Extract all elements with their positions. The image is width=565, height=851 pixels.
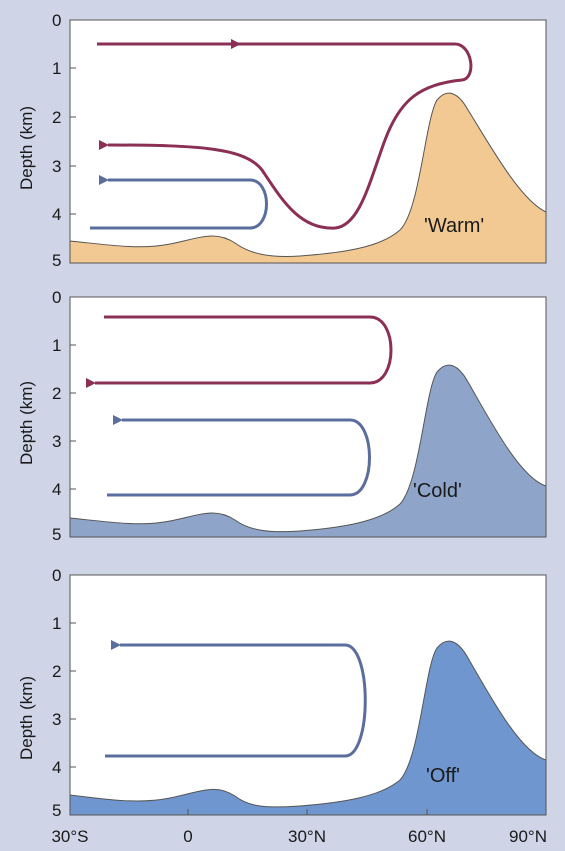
seafloor-warm bbox=[69, 92, 547, 264]
y-tick: 1 bbox=[52, 614, 61, 633]
x-tick: 30°S bbox=[51, 827, 88, 846]
y-tick: 5 bbox=[52, 251, 61, 270]
y-tick: 5 bbox=[52, 801, 61, 820]
panel-warm: 'Warm' 0 1 2 3 4 5 Depth (km) bbox=[17, 11, 547, 270]
warm-blue-loop bbox=[90, 175, 268, 230]
y-tick: 0 bbox=[52, 288, 61, 307]
y-tick: 2 bbox=[52, 662, 61, 681]
y-ticks-warm: 0 1 2 3 4 5 bbox=[52, 11, 76, 270]
x-tick: 0 bbox=[183, 827, 192, 846]
y-tick: 4 bbox=[52, 480, 61, 499]
x-tick: 30°N bbox=[288, 827, 326, 846]
x-tick: 90°N bbox=[509, 827, 547, 846]
y-axis-label-warm: Depth (km) bbox=[17, 106, 36, 190]
cold-red-loop bbox=[86, 315, 393, 388]
y-tick: 3 bbox=[52, 157, 61, 176]
seafloor-off bbox=[69, 640, 547, 816]
y-axis-label-off: Depth (km) bbox=[17, 676, 36, 760]
mode-label-warm: 'Warm' bbox=[424, 215, 484, 237]
seafloor-cold bbox=[69, 364, 547, 538]
y-tick: 4 bbox=[52, 758, 61, 777]
y-ticks-cold: 0 1 2 3 4 5 bbox=[52, 288, 76, 544]
off-blue-loop bbox=[105, 640, 367, 758]
y-tick: 0 bbox=[52, 566, 61, 585]
mode-label-off: 'Off' bbox=[426, 765, 460, 787]
y-tick: 4 bbox=[52, 205, 61, 224]
x-tick: 60°N bbox=[408, 827, 446, 846]
y-tick: 2 bbox=[52, 384, 61, 403]
y-tick: 1 bbox=[52, 59, 61, 78]
y-ticks-off: 0 1 2 3 4 5 bbox=[52, 566, 76, 820]
y-tick: 3 bbox=[52, 432, 61, 451]
warm-red-circulation-path bbox=[97, 42, 473, 230]
mode-label-cold: 'Cold' bbox=[413, 480, 462, 502]
y-axis-label-cold: Depth (km) bbox=[17, 381, 36, 465]
cold-blue-loop bbox=[107, 415, 371, 497]
panel-cold: 'Cold' 0 1 2 3 4 5 Depth (km) bbox=[17, 288, 547, 544]
y-tick: 0 bbox=[52, 11, 61, 30]
y-tick: 3 bbox=[52, 710, 61, 729]
y-tick: 5 bbox=[52, 525, 61, 544]
y-tick: 1 bbox=[52, 336, 61, 355]
panel-off: 'Off' 0 1 2 3 4 5 Depth (km) 30°S 0 30°N… bbox=[17, 566, 547, 846]
x-ticks: 30°S 0 30°N 60°N 90°N bbox=[51, 809, 547, 846]
y-tick: 2 bbox=[52, 108, 61, 127]
